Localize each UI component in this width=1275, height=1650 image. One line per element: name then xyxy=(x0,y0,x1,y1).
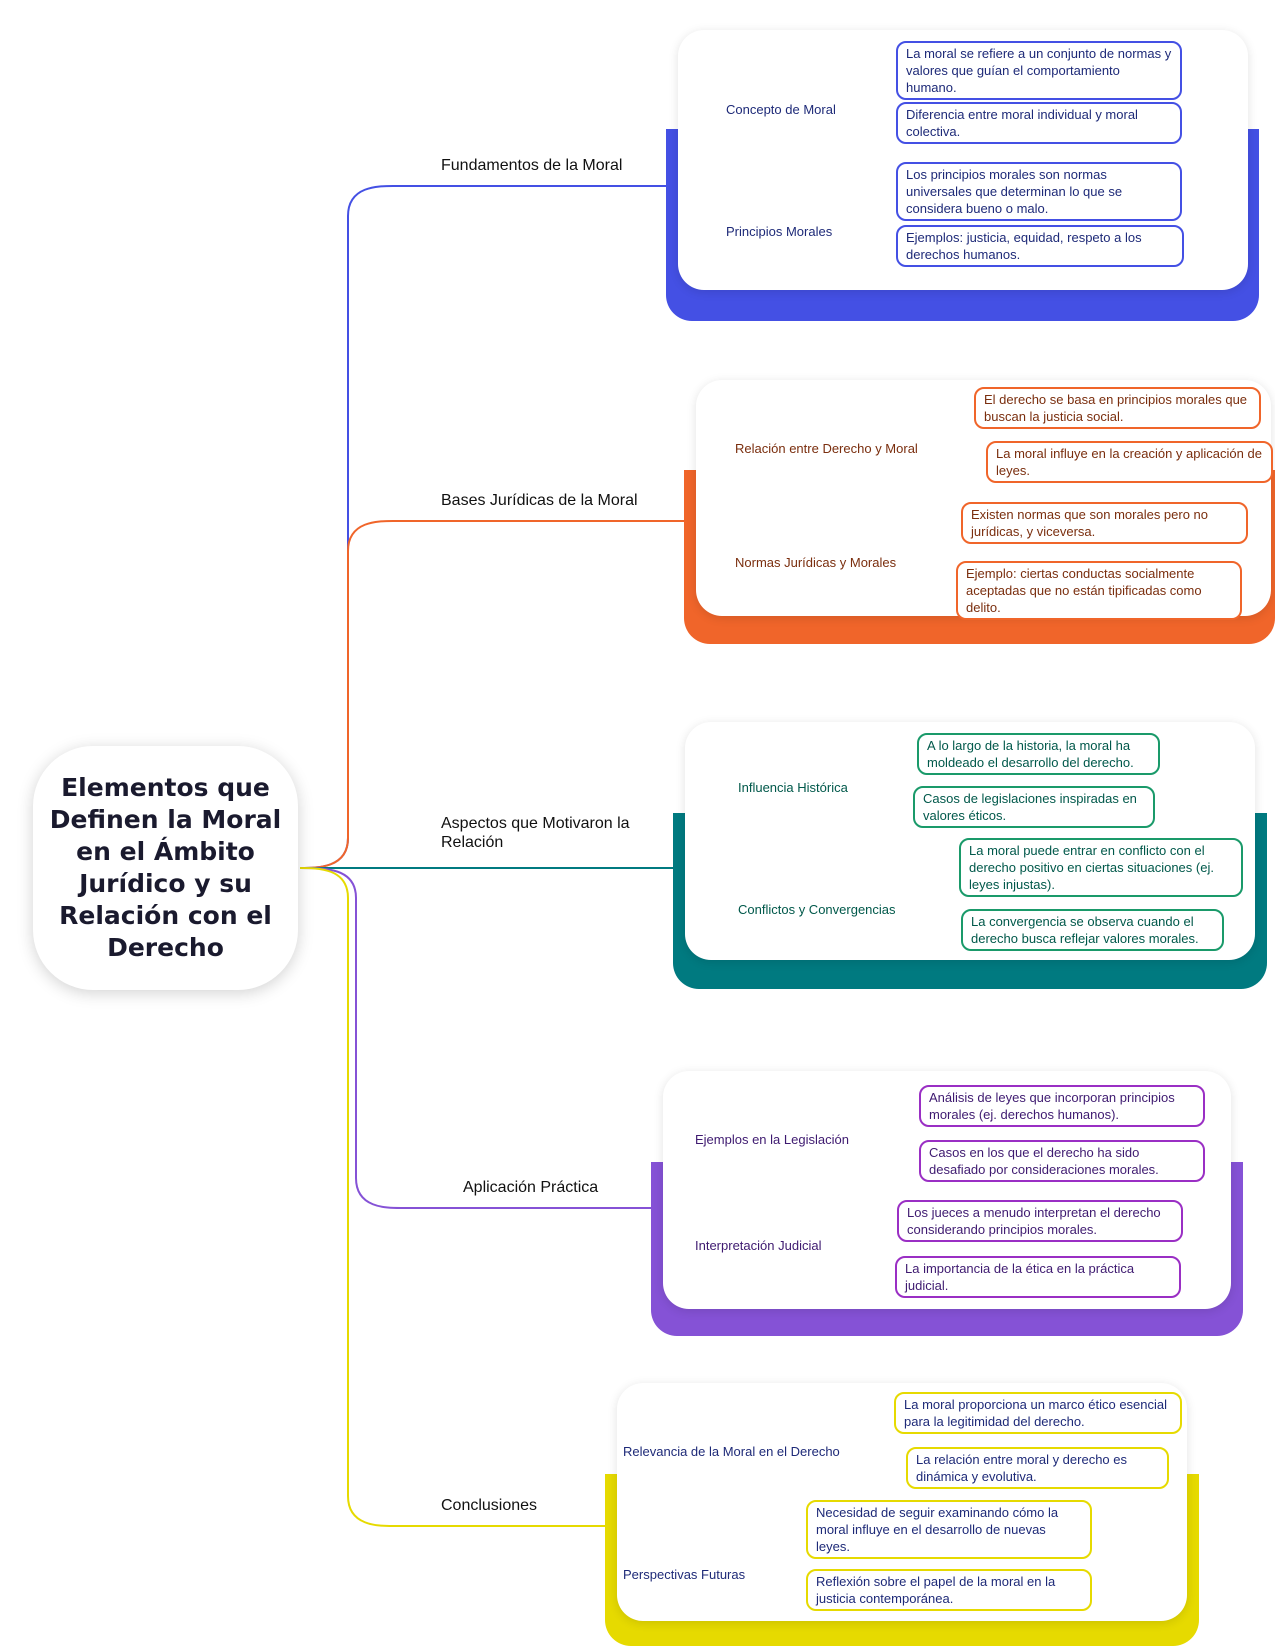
sub-principios-morales[interactable]: Principios Morales xyxy=(726,224,833,239)
leaf-interpretacion-2[interactable]: La importancia de la ética en la práctic… xyxy=(895,1256,1181,1298)
leaf-ejemplos-1[interactable]: Análisis de leyes que incorporan princip… xyxy=(919,1085,1205,1127)
sub-influencia-historica[interactable]: Influencia Histórica xyxy=(738,780,848,795)
branch-bases-juridicas[interactable]: Bases Jurídicas de la Moral xyxy=(441,492,638,509)
sub-relevancia-moral-derecho[interactable]: Relevancia de la Moral en el Derecho xyxy=(623,1444,840,1459)
leaf-ejemplos-2[interactable]: Casos en los que el derecho ha sido desa… xyxy=(919,1140,1205,1182)
branch-fundamentos-de-la-moral[interactable]: Fundamentos de la Moral xyxy=(441,157,623,174)
sub-ejemplos-legislacion[interactable]: Ejemplos en la Legislación xyxy=(695,1132,849,1147)
leaf-normas-2[interactable]: Ejemplo: ciertas conductas socialmente a… xyxy=(956,561,1242,620)
branch-aspectos-motivaron[interactable]: Aspectos que Motivaron la Relación xyxy=(441,815,630,851)
leaf-conflictos-2[interactable]: La convergencia se observa cuando el der… xyxy=(961,909,1224,951)
branch-conclusiones[interactable]: Conclusiones xyxy=(441,1497,538,1514)
leaf-concepto-moral-1[interactable]: La moral se refiere a un conjunto de nor… xyxy=(896,41,1182,100)
leaf-principios-1[interactable]: Los principios morales son normas univer… xyxy=(896,162,1182,221)
sub-normas-juridicas-morales[interactable]: Normas Jurídicas y Morales xyxy=(735,555,897,570)
leaf-relevancia-1[interactable]: La moral proporciona un marco ético esen… xyxy=(894,1392,1182,1434)
leaf-normas-1[interactable]: Existen normas que son morales pero no j… xyxy=(961,502,1248,544)
connector-center-branch-1 xyxy=(299,520,420,869)
leaf-relacion-1[interactable]: El derecho se basa en principios morales… xyxy=(974,387,1261,429)
leaf-perspectivas-2[interactable]: Reflexión sobre el papel de la moral en … xyxy=(806,1569,1092,1611)
sub-concepto-de-moral[interactable]: Concepto de Moral xyxy=(726,102,836,117)
leaf-conflictos-1[interactable]: La moral puede entrar en conflicto con e… xyxy=(959,838,1243,897)
sub-relacion-derecho-moral[interactable]: Relación entre Derecho y Moral xyxy=(735,441,918,456)
leaf-principios-2[interactable]: Ejemplos: justicia, equidad, respeto a l… xyxy=(896,225,1184,267)
branch-aplicacion-practica[interactable]: Aplicación Práctica xyxy=(463,1179,599,1196)
leaf-influencia-2[interactable]: Casos de legislaciones inspiradas en val… xyxy=(913,786,1155,828)
sub-interpretacion-judicial[interactable]: Interpretación Judicial xyxy=(695,1238,822,1253)
central-topic[interactable]: Elementos que Definen la Moral en el Ámb… xyxy=(33,746,298,990)
leaf-interpretacion-1[interactable]: Los jueces a menudo interpretan el derec… xyxy=(897,1200,1183,1242)
leaf-relacion-2[interactable]: La moral influye en la creación y aplica… xyxy=(986,441,1273,483)
leaf-influencia-1[interactable]: A lo largo de la historia, la moral ha m… xyxy=(917,733,1160,775)
sub-conflictos-convergencias[interactable]: Conflictos y Convergencias xyxy=(738,902,896,917)
connector-center-branch-4 xyxy=(299,867,420,1527)
leaf-concepto-moral-2[interactable]: Diferencia entre moral individual y mora… xyxy=(896,102,1182,144)
leaf-relevancia-2[interactable]: La relación entre moral y derecho es din… xyxy=(906,1447,1169,1489)
sub-perspectivas-futuras[interactable]: Perspectivas Futuras xyxy=(623,1567,746,1582)
connector-center-branch-3 xyxy=(299,867,440,1209)
leaf-perspectivas-1[interactable]: Necesidad de seguir examinando cómo la m… xyxy=(806,1500,1092,1559)
